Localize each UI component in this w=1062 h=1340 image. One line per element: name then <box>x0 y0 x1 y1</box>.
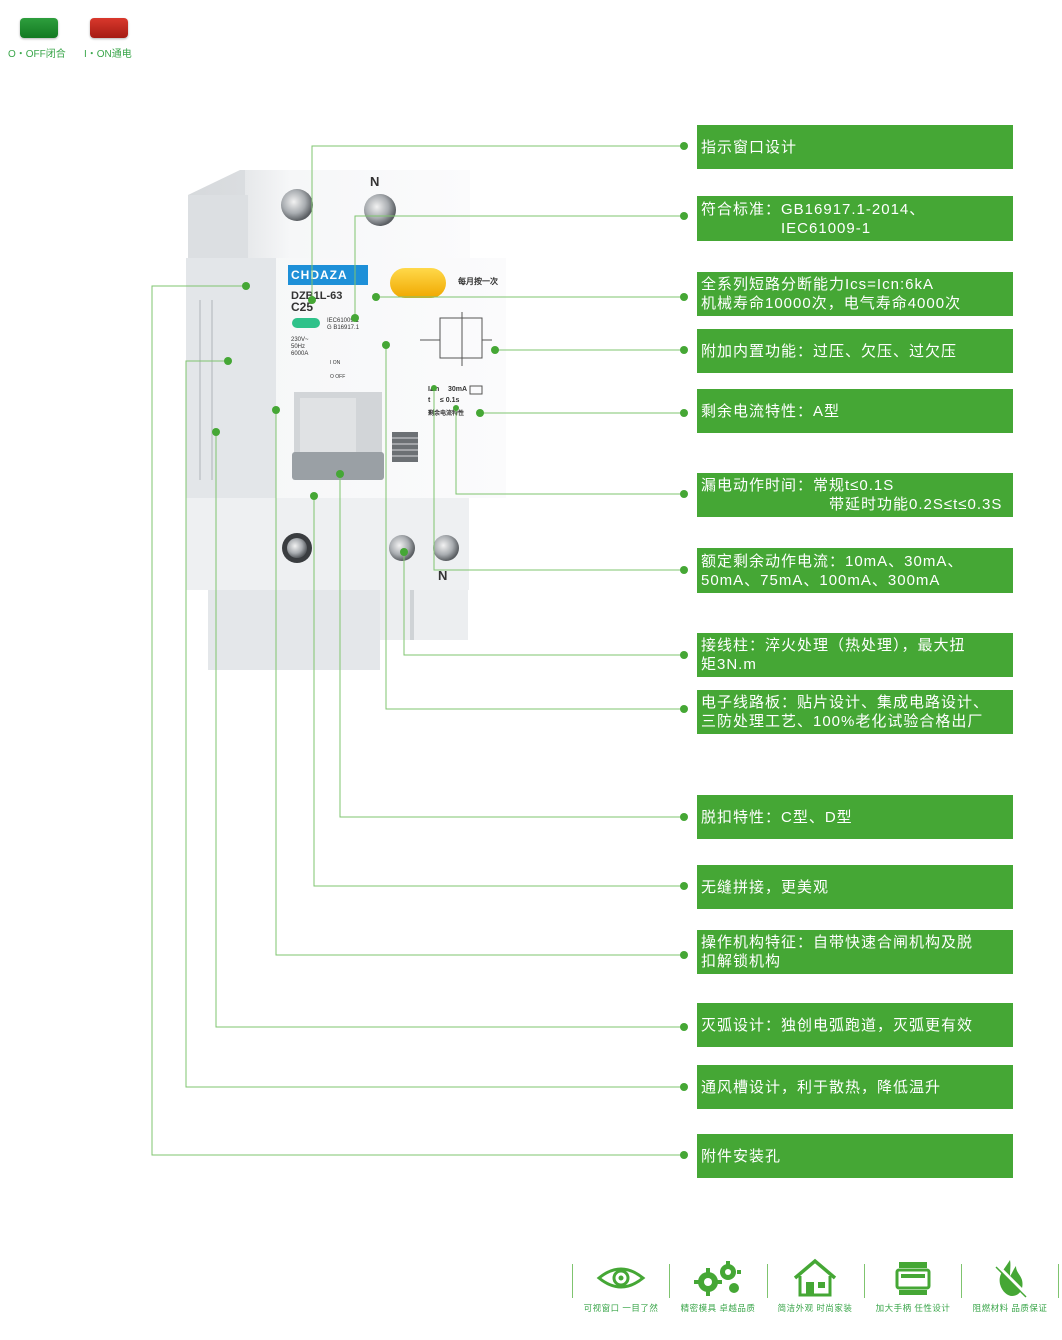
terminal-screw <box>281 189 313 221</box>
callout-builtin-functions: 附加内置功能：过压、欠压、过欠压 <box>697 329 1013 373</box>
feature-large-handle: 加大手柄 任性设计 <box>867 1258 959 1314</box>
callout-circuit-board: 电子线路板：贴片设计、集成电路设计、 三防处理工艺、100%老化试验合格出厂 <box>697 690 1013 734</box>
device-spec-frequency: 50Hz <box>291 344 306 350</box>
flame-icon <box>994 1260 1028 1298</box>
device-rating: C25 <box>291 300 314 314</box>
device-on-mark: I ON <box>330 360 341 366</box>
callout-seamless-joint: 无缝拼接，更美观 <box>697 865 1013 909</box>
feature-separator <box>572 1264 573 1298</box>
circuit-diagram <box>420 312 492 366</box>
callout-operating-mechanism: 操作机构特征：自带快速合闸机构及脱 扣解锁机构 <box>697 930 1013 974</box>
callout-rated-residual-current: 额定剩余动作电流：10mA、30mA、 50mA、75mA、100mA、300m… <box>697 548 1013 593</box>
test-button-label: 每月按一次 <box>458 277 498 286</box>
device-spec-breaking: 6000A <box>291 351 309 357</box>
feature-separator <box>864 1264 865 1298</box>
feature-flame-retardant: 阻燃材料 品质保证 <box>964 1258 1056 1314</box>
on-indicator-label: I・ON通电 <box>84 49 132 60</box>
callout-residual-current-type: 剩余电流特性：A型 <box>697 389 1013 433</box>
terminal-screw <box>389 535 415 561</box>
brand-label <box>288 265 368 285</box>
feature-visible-window: 可视窗口 一目了然 <box>575 1258 667 1314</box>
on-indicator-swatch <box>90 18 128 38</box>
device-trip-time: ≤ 0.1s <box>440 397 460 404</box>
vent-grille <box>392 432 418 462</box>
handle-icon <box>895 1262 931 1295</box>
callout-terminal-post: 接线柱：淬火处理（热处理），最大扭 矩3N.m <box>697 633 1013 677</box>
callout-ventilation: 通风槽设计，利于散热，降低温升 <box>697 1065 1013 1109</box>
off-indicator-label: O・OFF闭合 <box>8 49 66 60</box>
device-residual-current: 30mA <box>448 386 468 393</box>
feature-separator <box>669 1264 670 1298</box>
terminal-top-label: N <box>370 174 380 189</box>
feature-separator <box>1058 1264 1059 1298</box>
device-brand: CHDAZA <box>291 268 348 282</box>
device-bottom-housing <box>186 498 469 590</box>
device-model: DZB1L-63 <box>291 290 343 302</box>
callout-standards: 符合标准：GB16917.1-2014、 IEC61009-1 <box>697 196 1013 241</box>
feature-precision-mold: 精密模具 卓越品质 <box>672 1258 764 1314</box>
callout-accessory-holes: 附件安装孔 <box>697 1134 1013 1178</box>
callout-breaking-capacity: 全系列短路分断能力Ics=Icn:6kA 机械寿命10000次，电气寿命4000… <box>697 272 1013 316</box>
terminal-screw <box>433 535 459 561</box>
feature-simple-appearance: 简洁外观 时尚家装 <box>769 1258 861 1314</box>
device-standard1: IEC61009-1 <box>327 318 360 324</box>
gears-icon <box>694 1261 741 1296</box>
device-residual-type-label: 剩余电流特性 <box>428 411 465 417</box>
callout-indicator-window: 指示窗口设计 <box>697 125 1013 169</box>
test-button <box>390 268 446 298</box>
feature-separator <box>961 1264 962 1298</box>
callout-trip-characteristic: 脱扣特性：C型、D型 <box>697 795 1013 839</box>
device-standard2: G B16917.1 <box>327 325 360 331</box>
feature-separator <box>767 1264 768 1298</box>
off-indicator-swatch <box>20 18 58 38</box>
status-window <box>292 318 320 328</box>
callout-arc-extinguishing: 灭弧设计：独创电弧跑道，灭弧更有效 <box>697 1003 1013 1047</box>
terminal-bottom-label: N <box>438 568 448 583</box>
terminal-screw <box>364 194 396 226</box>
eye-icon <box>596 1267 646 1289</box>
device-t-label: t <box>428 397 431 404</box>
house-icon <box>793 1258 837 1297</box>
device-spec-voltage: 230V~ <box>291 337 309 343</box>
device-ribs <box>199 300 213 480</box>
device-off-mark: O OFF <box>330 374 346 380</box>
callout-leakage-trip-time: 漏电动作时间：常规t≤0.1S 带延时功能0.2S≤t≤0.3S <box>697 473 1013 517</box>
toggle-handle <box>292 452 384 480</box>
